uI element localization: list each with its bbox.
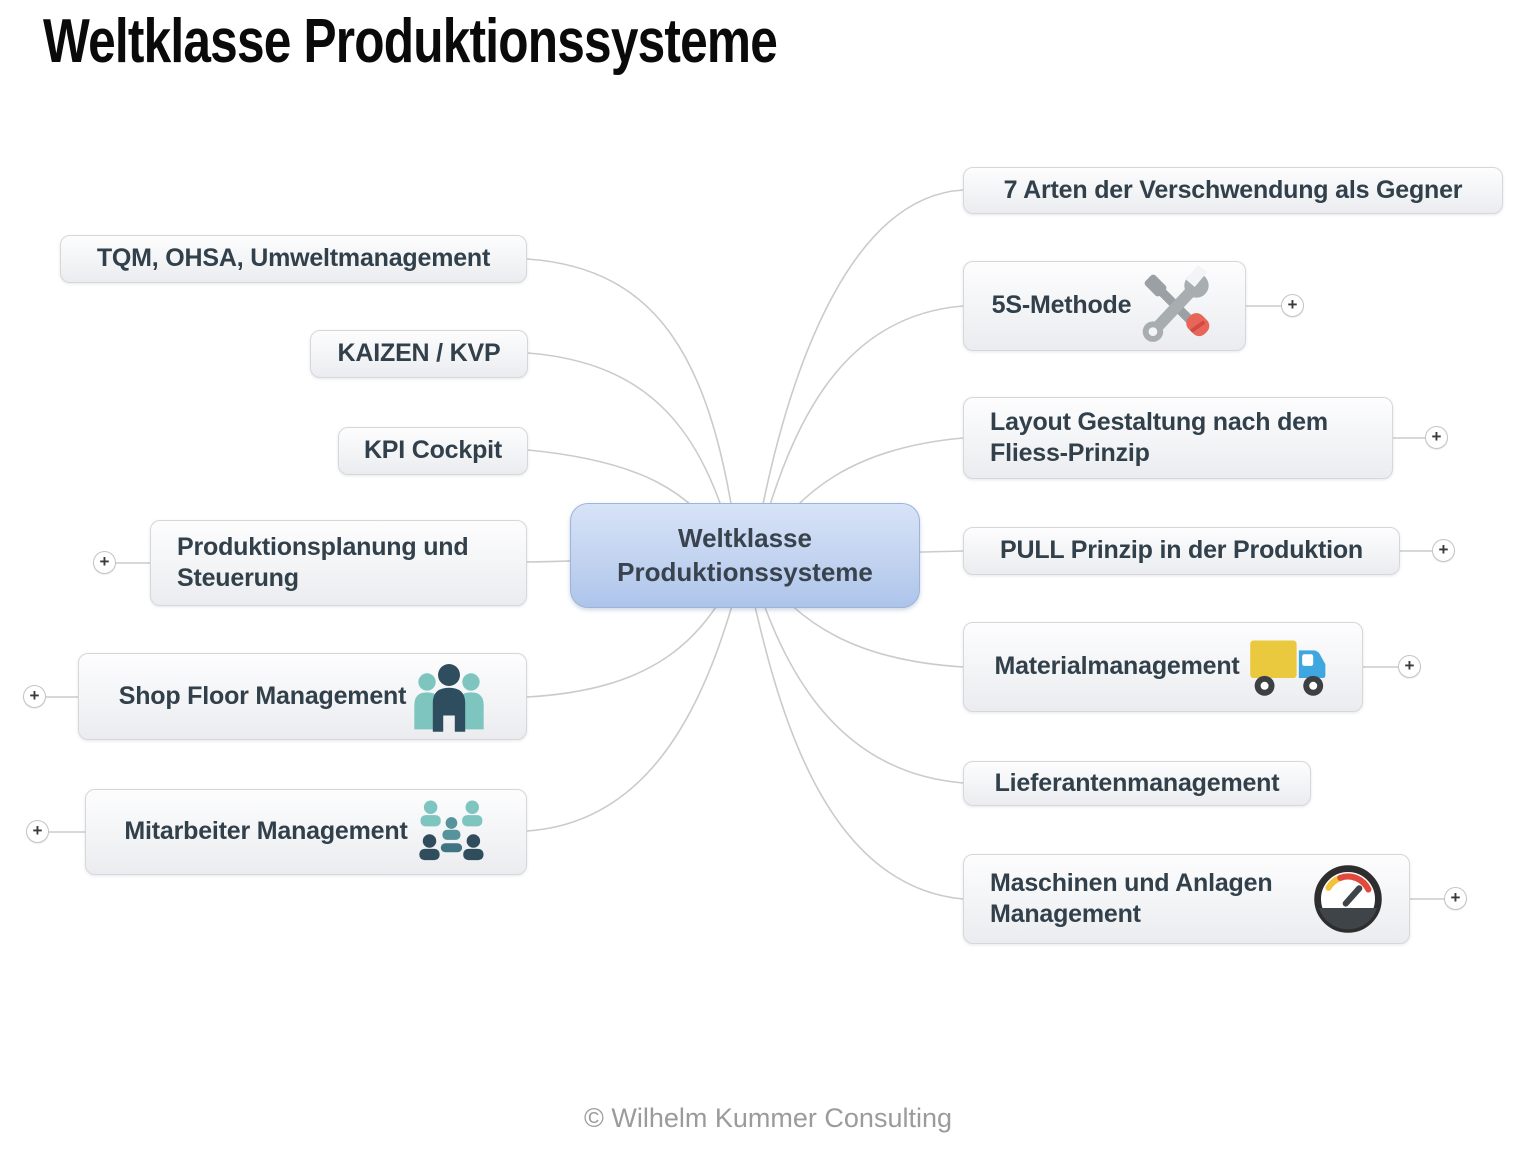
node-label: Materialmanagement bbox=[994, 652, 1240, 681]
node-label: Lieferantenmanagement bbox=[994, 768, 1280, 797]
node-materialmanagement[interactable]: Materialmanagement bbox=[963, 622, 1363, 712]
connector-kaizen bbox=[527, 352, 734, 545]
node-lieferantenmanagement[interactable]: Lieferantenmanagement bbox=[963, 761, 1311, 806]
node-label: Maschinen und Anlagen Management bbox=[990, 868, 1273, 928]
node-label: Shop Floor Management bbox=[118, 681, 407, 710]
node-7-arten-der-verschwendung[interactable]: 7 Arten der Verschwendung als Gegner bbox=[963, 167, 1503, 214]
truck-icon bbox=[1248, 636, 1332, 698]
central-node-label: Weltklasse Produktionssysteme bbox=[617, 522, 873, 587]
copyright-footer: © Wilhelm Kummer Consulting bbox=[584, 1103, 952, 1133]
connector-maschinen bbox=[748, 579, 964, 900]
node-kaizen-kvp[interactable]: KAIZEN / KVP bbox=[310, 330, 528, 378]
connector-arten7 bbox=[755, 189, 964, 541]
node-label: 5S-Methode bbox=[991, 291, 1132, 320]
expand-button-material[interactable]: + bbox=[1398, 655, 1421, 678]
node-label: PULL Prinzip in der Produktion bbox=[1000, 536, 1363, 565]
node-produktionsplanung-steuerung[interactable]: Produktionsplanung und Steuerung bbox=[150, 520, 527, 606]
team-icon bbox=[412, 662, 486, 732]
expand-button-layout[interactable]: + bbox=[1425, 426, 1448, 449]
connector-tqm bbox=[526, 258, 738, 543]
expand-button-pull[interactable]: + bbox=[1432, 539, 1455, 562]
node-label: TQM, OHSA, Umweltmanagement bbox=[96, 244, 491, 273]
connector-lieferanten bbox=[753, 575, 964, 784]
node-kpi-cockpit[interactable]: KPI Cockpit bbox=[338, 427, 528, 475]
node-tqm-ohsa-umweltmanagement[interactable]: TQM, OHSA, Umweltmanagement bbox=[60, 235, 527, 283]
node-label: Produktionsplanung und Steuerung bbox=[177, 532, 469, 592]
tools-icon bbox=[1135, 265, 1217, 347]
node-label: Mitarbeiter Management bbox=[124, 817, 408, 846]
page-title: Weltklasse Produktionssysteme bbox=[43, 7, 778, 76]
expand-button-5s[interactable]: + bbox=[1281, 294, 1304, 317]
group-icon bbox=[416, 798, 488, 866]
expand-button-mitarbeiter[interactable]: + bbox=[26, 820, 49, 843]
node-5s-methode[interactable]: 5S-Methode bbox=[963, 261, 1246, 351]
node-mitarbeiter-management[interactable]: Mitarbeiter Management bbox=[85, 789, 527, 875]
node-label: 7 Arten der Verschwendung als Gegner bbox=[1003, 175, 1463, 204]
expand-button-shop-floor[interactable]: + bbox=[23, 685, 46, 708]
gauge-icon bbox=[1312, 863, 1384, 935]
node-layout-gestaltung-fliess-prinzip[interactable]: Layout Gestaltung nach dem Fliess-Prinzi… bbox=[963, 397, 1393, 479]
expand-button-produktionsplanung[interactable]: + bbox=[93, 551, 116, 574]
connector-mitarbeiter bbox=[526, 573, 742, 832]
connector-5s bbox=[758, 305, 964, 543]
node-label: KPI Cockpit bbox=[363, 436, 503, 465]
node-label: Layout Gestaltung nach dem Fliess-Prinzi… bbox=[990, 407, 1328, 467]
node-label: KAIZEN / KVP bbox=[337, 339, 501, 368]
central-node-weltklasse-produktionssysteme[interactable]: Weltklasse Produktionssysteme bbox=[570, 503, 920, 608]
node-shop-floor-management[interactable]: Shop Floor Management bbox=[78, 653, 527, 740]
node-pull-prinzip[interactable]: PULL Prinzip in der Produktion bbox=[963, 527, 1400, 575]
node-maschinen-anlagen-management[interactable]: Maschinen und Anlagen Management bbox=[963, 854, 1410, 944]
expand-button-maschinen[interactable]: + bbox=[1444, 887, 1467, 910]
